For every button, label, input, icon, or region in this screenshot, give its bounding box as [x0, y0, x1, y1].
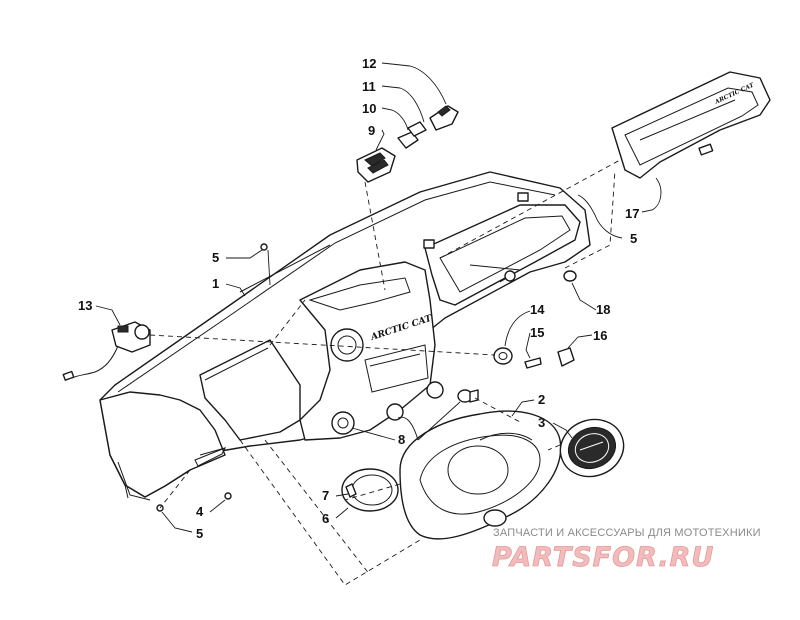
callout-11: 11	[362, 79, 376, 94]
seal-ring	[341, 468, 399, 512]
callout-8: 8	[398, 432, 405, 447]
callout-6: 6	[322, 511, 329, 526]
watermark-subtitle: ЗАПЧАСТИ И АКСЕССУАРЫ ДЛЯ МОТОТЕХНИКИ	[493, 527, 761, 539]
speedometer	[559, 418, 625, 478]
assembly-lines	[149, 159, 621, 586]
small-hardware	[457, 270, 577, 403]
callout-labels: 12 11 10 9 5 1 13 17 5 18 14 15 16 2 3 8…	[78, 56, 639, 541]
callout-5-right: 5	[630, 231, 637, 246]
callout-10: 10	[362, 101, 376, 116]
watermark-logo: PARTSFOR.RU	[492, 542, 714, 573]
callout-17: 17	[625, 206, 639, 221]
plug-18	[563, 270, 577, 282]
grommet-14	[493, 347, 513, 365]
callout-7: 7	[322, 488, 329, 503]
clip-16	[557, 347, 575, 367]
switch-stack	[356, 105, 459, 183]
callout-13: 13	[78, 298, 92, 313]
callout-18: 18	[596, 302, 610, 317]
callout-16: 16	[593, 328, 607, 343]
gauge-bezel	[399, 410, 562, 540]
callout-15: 15	[530, 325, 544, 340]
callout-2: 2	[538, 392, 545, 407]
screws	[156, 243, 268, 512]
callout-5-upper: 5	[212, 250, 219, 265]
leader-lines	[95, 62, 662, 533]
instrument-hood: ARCTIC CAT	[611, 71, 771, 179]
callout-12: 12	[362, 56, 376, 71]
callout-14: 14	[530, 302, 545, 317]
dash-top-opening	[423, 192, 581, 306]
screw-15	[524, 357, 542, 369]
watermark: ЗАПЧАСТИ И АКСЕССУАРЫ ДЛЯ МОТОТЕХНИКИ PA…	[492, 527, 761, 573]
callout-5-lower: 5	[196, 526, 203, 541]
light-switch	[62, 321, 151, 381]
callout-9: 9	[368, 123, 375, 138]
callout-3: 3	[538, 415, 545, 430]
callout-4: 4	[196, 504, 204, 519]
callout-1: 1	[212, 276, 219, 291]
